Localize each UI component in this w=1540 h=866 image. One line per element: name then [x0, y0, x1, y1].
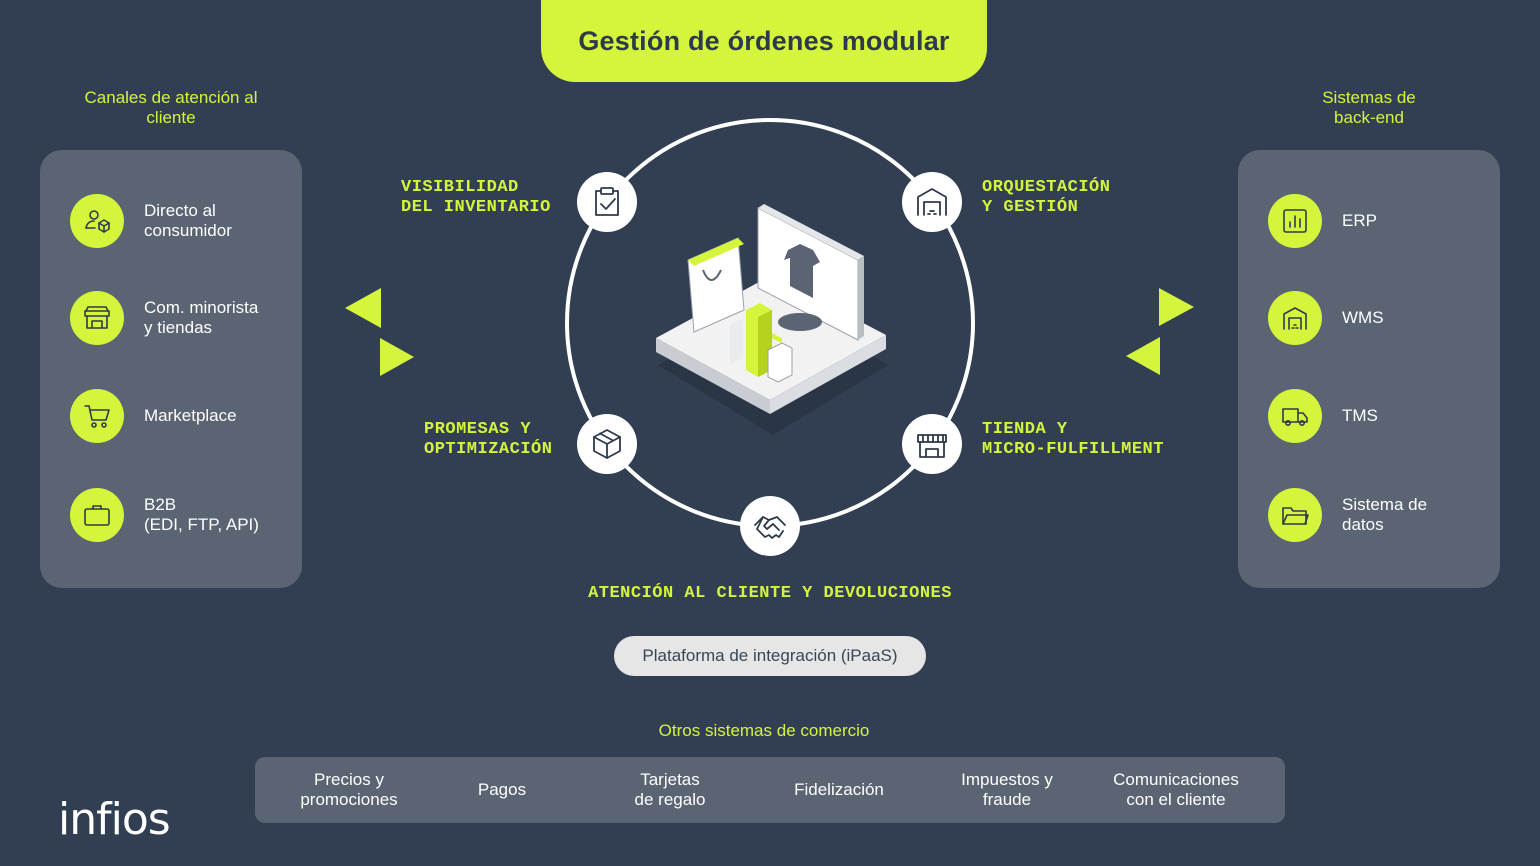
folder-icon — [1268, 488, 1322, 542]
backend-item-erp[interactable]: ERP — [1268, 194, 1377, 248]
node-orchestration[interactable] — [902, 172, 962, 232]
node-promises[interactable] — [577, 414, 637, 474]
other-system-item[interactable]: Pagos — [477, 780, 527, 799]
briefcase-icon — [70, 488, 124, 542]
left-panel-heading: Canales de atención al cliente — [84, 88, 258, 127]
other-systems-heading: Otros sistemas de comercio — [658, 721, 870, 740]
label-customer-service: ATENCIÓN AL CLIENTE Y DEVOLUCIONES — [588, 584, 952, 603]
clipboard-check-icon — [595, 187, 619, 216]
label-orchestration: ORQUESTACIÓN Y GESTIÓN — [982, 178, 1111, 217]
channel-item-retail[interactable]: Com. minorista y tiendas — [70, 291, 258, 345]
node-inventory-visibility[interactable] — [577, 172, 637, 232]
ipaas-label: Plataforma de integración (iPaaS) — [642, 646, 898, 665]
backend-item-tms[interactable]: TMS — [1268, 389, 1378, 443]
arrow-right-icon — [1159, 288, 1194, 326]
channel-label: Com. minorista y tiendas — [144, 298, 259, 337]
backend-label: Sistema de datos — [1342, 495, 1428, 534]
arrow-right-icon — [380, 338, 414, 376]
label-inventory-visibility: VISIBILIDAD DEL INVENTARIO — [401, 178, 551, 217]
ipaas-pill[interactable]: Plataforma de integración (iPaaS) — [614, 636, 926, 676]
backend-label: ERP — [1342, 211, 1377, 230]
other-system-item[interactable]: Comunicaciones con el cliente — [1113, 770, 1239, 809]
backend-item-data[interactable]: Sistema de datos — [1268, 488, 1427, 542]
backend-systems-panel: ERP WMS TMS Siste — [1238, 150, 1500, 588]
other-system-item[interactable]: Impuestos y fraude — [961, 770, 1053, 809]
backend-item-wms[interactable]: WMS — [1268, 291, 1384, 345]
other-system-item[interactable]: Tarjetas de regalo — [634, 770, 706, 809]
customer-channels-panel: Directo al consumidor Com. minorista y t… — [40, 150, 302, 588]
channel-item-dtc[interactable]: Directo al consumidor — [70, 194, 232, 248]
storefront-icon — [917, 434, 947, 458]
storefront-icon — [70, 291, 124, 345]
label-promises: PROMESAS Y OPTIMIZACIÓN — [424, 420, 553, 459]
other-systems-bar: Precios y promociones Pagos Tarjetas de … — [255, 757, 1285, 823]
channel-label: Marketplace — [144, 406, 237, 425]
arrow-left-icon — [345, 288, 381, 328]
person-box-icon — [70, 194, 124, 248]
right-panel-heading: Sistemas de back-end — [1322, 88, 1416, 127]
channel-item-b2b[interactable]: B2B (EDI, FTP, API) — [70, 488, 259, 542]
truck-icon — [1268, 389, 1322, 443]
channel-item-marketplace[interactable]: Marketplace — [70, 389, 237, 443]
order-management-illustration — [656, 204, 888, 435]
other-system-item[interactable]: Fidelización — [794, 780, 884, 799]
backend-label: WMS — [1342, 308, 1384, 327]
page-title: Gestión de órdenes modular — [578, 25, 950, 56]
package-box-icon — [593, 429, 621, 459]
arrow-left-icon — [1126, 337, 1160, 375]
bar-chart-icon — [1268, 194, 1322, 248]
channel-label: B2B (EDI, FTP, API) — [144, 495, 259, 534]
handshake-icon — [754, 516, 786, 539]
backend-label: TMS — [1342, 406, 1378, 425]
label-store: TIENDA Y MICRO-FULFILLMENT — [982, 420, 1164, 459]
warehouse-icon — [917, 188, 947, 216]
channel-label: Directo al consumidor — [144, 201, 232, 240]
title-banner: Gestión de órdenes modular — [541, 0, 987, 82]
cart-icon — [70, 389, 124, 443]
infios-logo: infios — [58, 794, 171, 845]
warehouse-icon — [1268, 291, 1322, 345]
node-customer-service[interactable] — [740, 496, 800, 556]
other-system-item[interactable]: Precios y promociones — [300, 770, 398, 809]
node-store[interactable] — [902, 414, 962, 474]
